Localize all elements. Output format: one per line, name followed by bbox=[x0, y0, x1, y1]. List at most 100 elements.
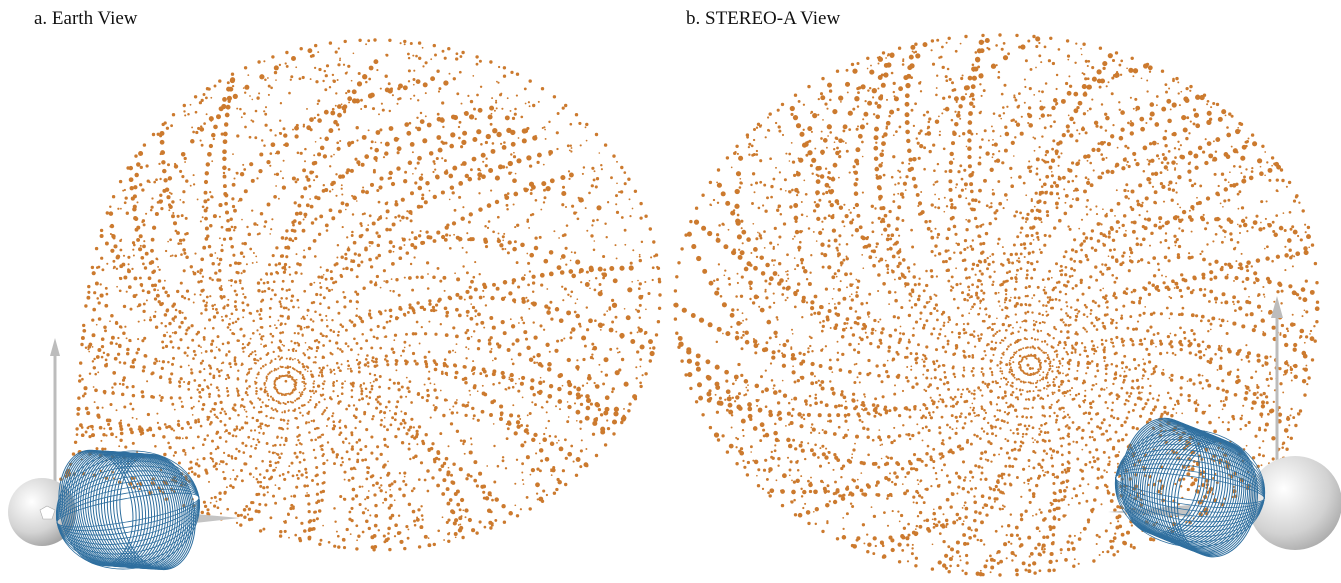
field-point bbox=[465, 357, 468, 360]
field-point bbox=[310, 118, 313, 121]
field-point bbox=[125, 290, 128, 293]
field-point bbox=[412, 172, 414, 175]
field-point bbox=[215, 386, 219, 389]
field-point bbox=[620, 420, 624, 425]
field-point bbox=[1064, 558, 1068, 562]
field-point bbox=[201, 387, 205, 392]
field-point bbox=[350, 395, 354, 399]
field-point bbox=[407, 69, 411, 73]
field-point bbox=[343, 39, 347, 44]
field-point bbox=[421, 46, 424, 49]
field-point bbox=[387, 460, 389, 463]
field-point bbox=[251, 98, 254, 101]
field-point bbox=[947, 387, 951, 391]
field-point bbox=[540, 459, 544, 463]
field-point bbox=[890, 547, 895, 553]
field-point bbox=[802, 489, 807, 495]
field-point bbox=[512, 155, 517, 159]
field-point bbox=[453, 364, 458, 368]
field-point bbox=[96, 297, 99, 300]
field-point bbox=[763, 347, 769, 352]
field-point bbox=[561, 384, 564, 387]
field-point bbox=[432, 170, 435, 174]
field-point bbox=[820, 95, 826, 101]
field-point bbox=[348, 442, 351, 445]
field-point bbox=[1060, 453, 1064, 457]
field-point bbox=[189, 460, 193, 464]
field-point bbox=[284, 402, 287, 405]
field-point bbox=[222, 295, 226, 299]
field-point bbox=[1109, 499, 1114, 503]
field-point bbox=[520, 443, 525, 448]
field-point bbox=[257, 60, 261, 64]
field-point bbox=[368, 240, 372, 245]
field-point bbox=[360, 233, 364, 237]
field-point bbox=[296, 398, 298, 401]
field-point bbox=[336, 347, 340, 350]
field-point bbox=[492, 282, 496, 287]
field-point bbox=[520, 242, 525, 248]
field-point bbox=[284, 366, 287, 369]
field-point bbox=[137, 428, 140, 431]
field-point bbox=[594, 384, 598, 388]
field-point bbox=[542, 437, 548, 443]
field-point bbox=[184, 161, 187, 163]
field-point bbox=[246, 421, 249, 424]
field-point bbox=[644, 372, 648, 376]
field-point bbox=[514, 504, 517, 507]
field-point bbox=[416, 443, 419, 446]
field-point bbox=[548, 250, 554, 255]
field-point bbox=[360, 392, 364, 396]
field-point bbox=[234, 362, 238, 366]
field-point bbox=[196, 198, 199, 201]
field-point bbox=[259, 212, 264, 216]
field-point bbox=[78, 379, 82, 383]
field-point bbox=[463, 112, 466, 114]
field-point bbox=[1110, 391, 1113, 395]
field-point bbox=[224, 112, 230, 118]
field-point bbox=[228, 263, 232, 267]
field-point bbox=[337, 47, 340, 50]
field-point bbox=[100, 439, 103, 442]
field-point bbox=[337, 112, 342, 118]
field-point bbox=[269, 164, 272, 167]
field-point bbox=[250, 429, 253, 432]
field-point bbox=[615, 330, 618, 333]
field-point bbox=[314, 310, 317, 313]
field-point bbox=[201, 407, 205, 411]
field-point bbox=[551, 467, 556, 473]
field-point bbox=[636, 309, 641, 313]
field-point bbox=[240, 469, 243, 472]
field-point bbox=[1024, 398, 1028, 401]
field-point bbox=[205, 301, 208, 304]
field-point bbox=[456, 502, 461, 507]
field-point bbox=[120, 207, 122, 210]
field-point bbox=[633, 189, 638, 193]
field-point bbox=[354, 290, 358, 294]
field-point bbox=[379, 346, 383, 350]
field-point bbox=[540, 364, 544, 368]
field-point bbox=[378, 375, 382, 378]
field-point bbox=[257, 397, 260, 400]
field-point bbox=[131, 416, 134, 419]
field-point bbox=[404, 170, 408, 174]
field-point bbox=[163, 121, 167, 125]
field-point bbox=[321, 489, 326, 494]
field-point bbox=[178, 384, 182, 388]
field-point bbox=[189, 265, 193, 269]
field-point bbox=[511, 281, 515, 285]
field-point bbox=[409, 142, 415, 147]
field-point bbox=[341, 461, 344, 464]
field-point bbox=[473, 287, 478, 292]
field-point bbox=[358, 420, 362, 423]
field-point bbox=[907, 432, 911, 437]
field-point bbox=[531, 290, 535, 294]
field-point bbox=[521, 471, 524, 474]
field-point bbox=[533, 245, 539, 251]
field-point bbox=[752, 426, 758, 431]
field-point bbox=[274, 484, 277, 486]
field-point bbox=[210, 343, 214, 346]
field-point bbox=[793, 215, 799, 221]
field-point bbox=[298, 391, 301, 394]
field-point bbox=[190, 324, 194, 328]
